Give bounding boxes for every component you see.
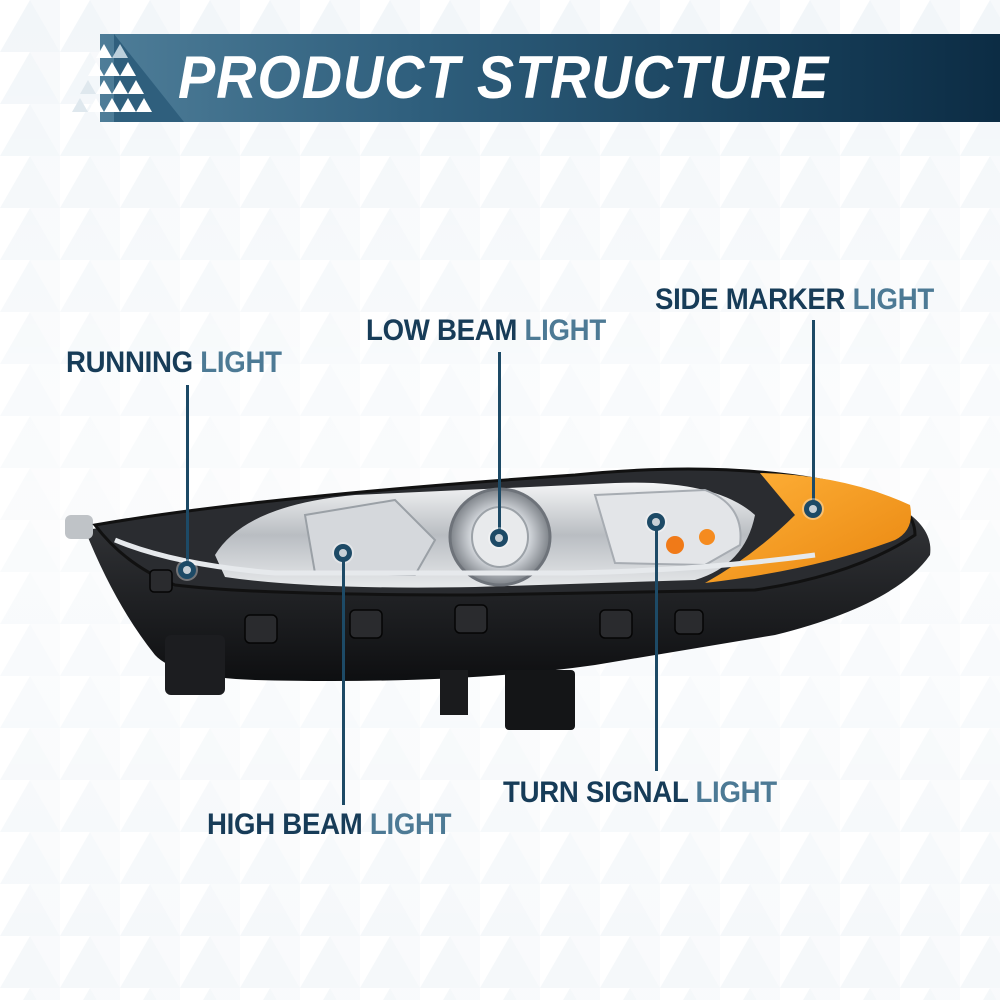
- low-beam-light-label: LOW BEAM LIGHT: [366, 314, 606, 347]
- side-marker-light-marker-icon: [804, 500, 822, 518]
- high-beam-light-label: HIGH BEAM LIGHT: [207, 808, 452, 841]
- low-beam-light-leader-line: [498, 352, 501, 532]
- triangle-mosaic-icon: [72, 34, 184, 122]
- side-marker-light-leader-line: [812, 320, 815, 505]
- high-beam-light-leader-line: [342, 560, 345, 805]
- title-banner: [100, 34, 1000, 122]
- low-beam-light-marker-icon: [490, 529, 508, 547]
- turn-signal-light-leader-line: [655, 529, 658, 771]
- running-light-label: RUNNING LIGHT: [66, 346, 282, 379]
- turn-signal-light-label: TURN SIGNAL LIGHT: [503, 776, 777, 809]
- running-light-leader-line: [186, 385, 189, 565]
- running-light-marker-icon: [178, 561, 196, 579]
- turn-signal-light-marker-icon: [647, 513, 665, 531]
- page-title: PRODUCT STRUCTURE: [178, 44, 830, 111]
- high-beam-light-marker-icon: [334, 544, 352, 562]
- side-marker-light-label: SIDE MARKER LIGHT: [655, 283, 935, 316]
